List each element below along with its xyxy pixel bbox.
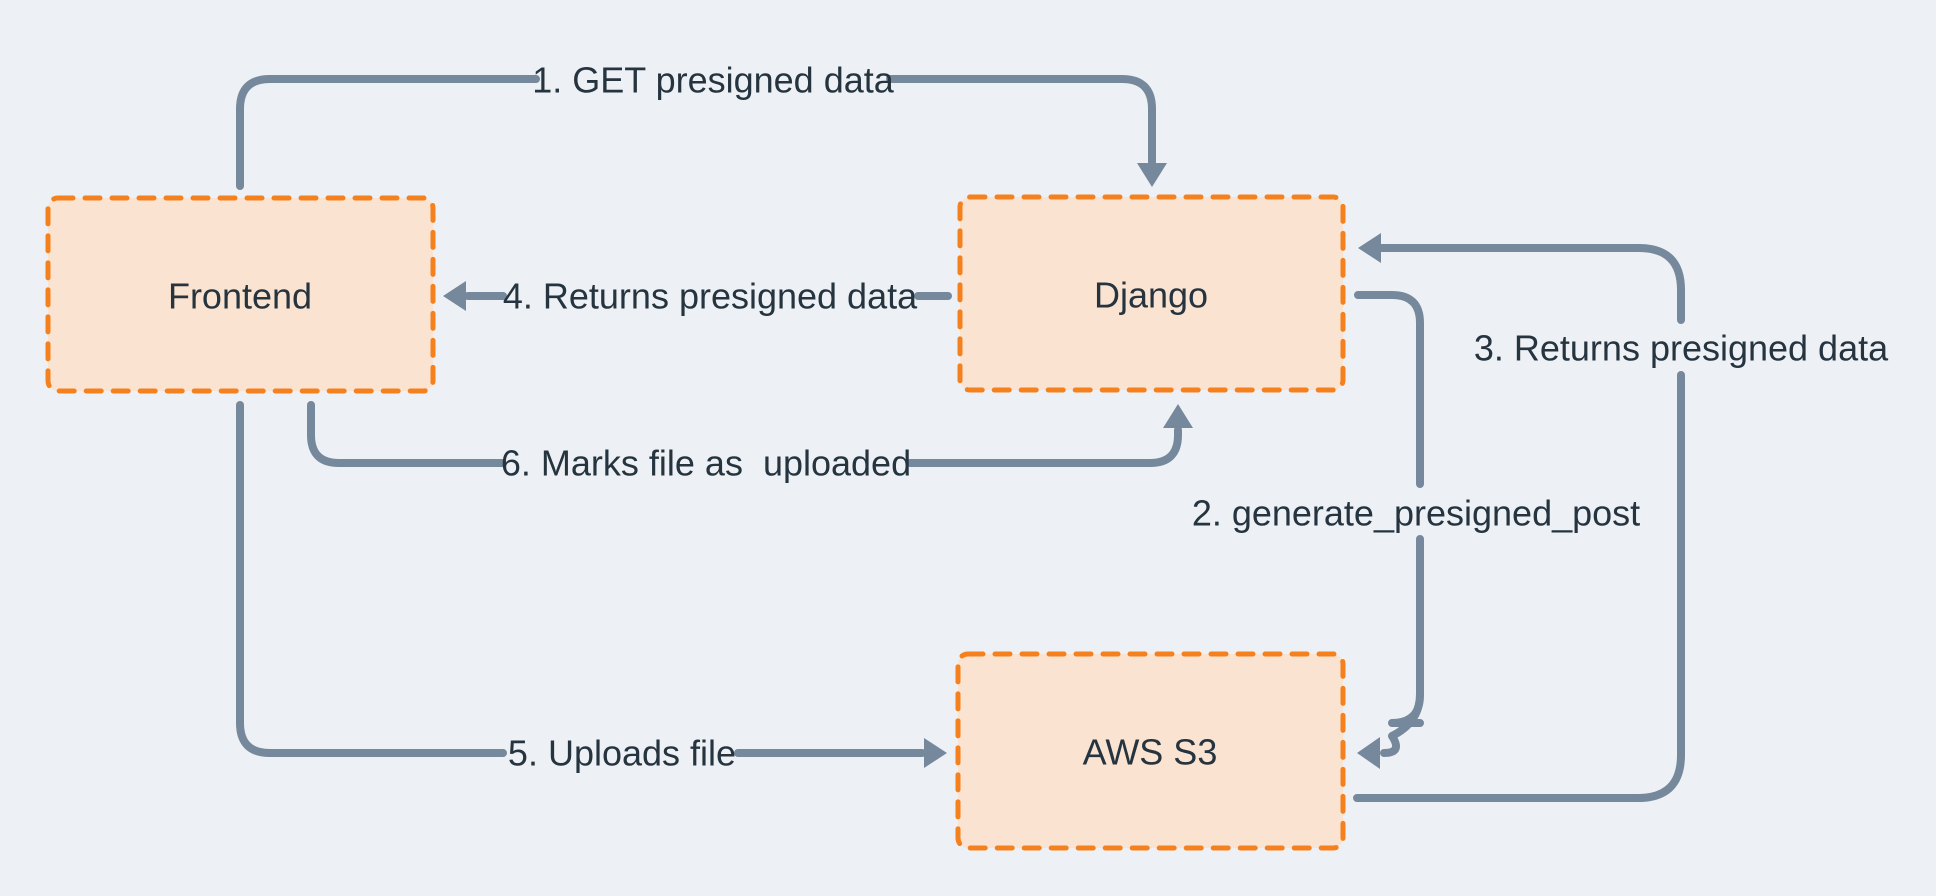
arrow-2-generate-presigned-post: 2. generate_presigned_post	[1192, 291, 1640, 769]
arrow-4-arrowhead	[443, 281, 466, 311]
arrow-3-label: 3. Returns presigned data	[1474, 328, 1889, 369]
arrow-4-label: 4. Returns presigned data	[503, 276, 918, 317]
django-box	[957, 194, 1346, 393]
arrow-5-uploads-file: 5. Uploads file	[236, 401, 947, 774]
aws-s3-label: AWS S3	[1083, 732, 1218, 773]
frontend-node: Frontend	[45, 195, 436, 394]
arrow-1-label: 1. GET presigned data	[532, 60, 895, 101]
django-node: Django	[957, 194, 1346, 393]
arrow-3-line-top	[1378, 244, 1685, 324]
arrow-1-line-right	[886, 75, 1156, 166]
arrow-6-label: 6. Marks file as uploaded	[501, 443, 911, 484]
django-label: Django	[1094, 275, 1208, 316]
arrow-6-arrowhead	[1163, 404, 1193, 428]
arrow-1-arrowhead	[1137, 163, 1167, 187]
frontend-box	[45, 195, 436, 394]
aws-s3-node: AWS S3	[955, 651, 1346, 851]
arrow-5-line-left	[236, 401, 507, 757]
arrow-2-line-bottom	[1380, 535, 1424, 757]
arrow-6-line-left	[307, 401, 506, 467]
arrow-6-line-right	[906, 426, 1182, 467]
arrow-4-returns-presigned-data: 4. Returns presigned data	[443, 276, 952, 317]
arrow-2-label: 2. generate_presigned_post	[1192, 493, 1640, 534]
aws-s3-box	[955, 651, 1346, 851]
arrow-1-line-left	[236, 75, 540, 190]
arrow-6-marks-file-uploaded: 6. Marks file as uploaded	[307, 401, 1193, 484]
arrow-1-get-presigned-data: 1. GET presigned data	[236, 60, 1167, 190]
arrow-3-line-bottom	[1353, 371, 1685, 802]
frontend-label: Frontend	[168, 276, 312, 317]
arrow-3-returns-presigned-data: 3. Returns presigned data	[1353, 233, 1889, 802]
arrow-3-arrowhead	[1358, 233, 1381, 263]
arrow-5-arrowhead	[924, 738, 947, 768]
arrow-2-arrowhead	[1357, 737, 1380, 769]
arrow-2-line-top	[1354, 291, 1424, 488]
arrow-5-label: 5. Uploads file	[508, 733, 736, 774]
